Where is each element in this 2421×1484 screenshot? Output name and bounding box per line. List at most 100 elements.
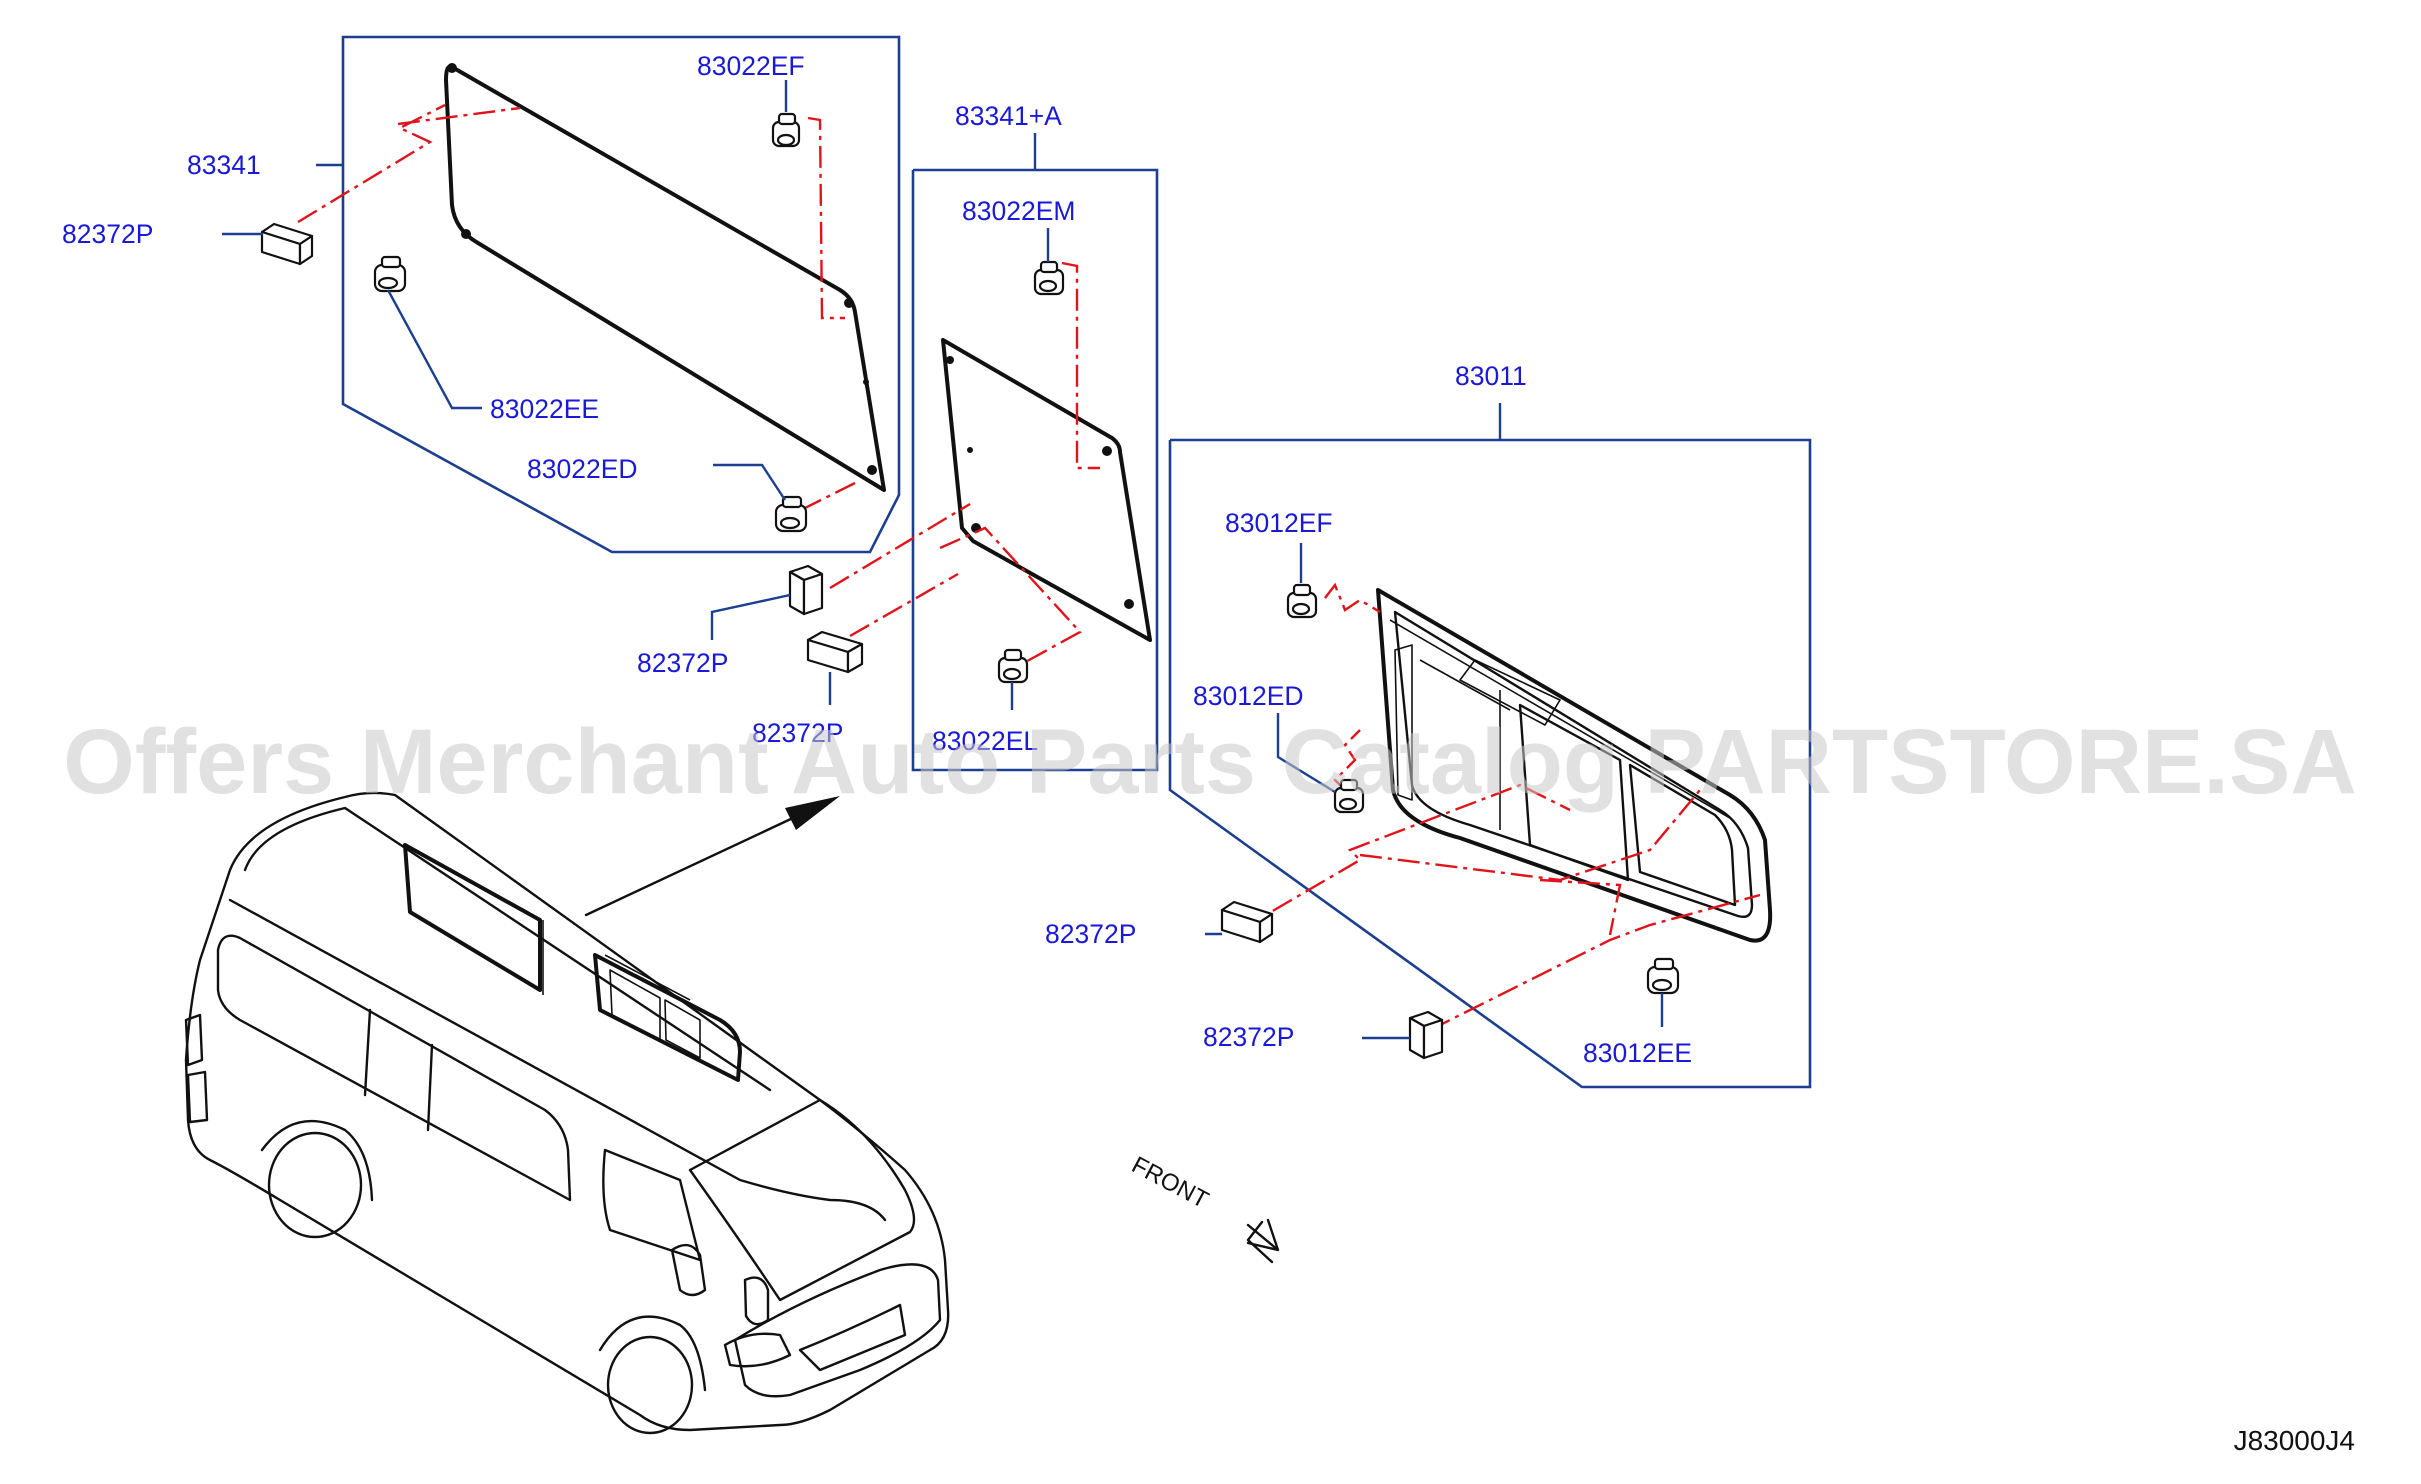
van-headlight [723, 1332, 792, 1368]
leader [1276, 713, 1336, 794]
group-box-83341A [911, 168, 1159, 772]
label-83022ED: 83022ED [527, 454, 638, 484]
clip-83022EM [1033, 260, 1065, 296]
label-83012ED: 83012ED [1193, 681, 1304, 711]
glass-mount-dot [867, 465, 877, 475]
guide-line [1239, 783, 1571, 932]
van-window-pillar [363, 1008, 372, 1097]
guide-line [297, 103, 446, 224]
front-label: FRONT [1127, 1151, 1213, 1214]
label-83022EE: 83022EE [490, 394, 599, 424]
leader [713, 463, 787, 501]
guide-line [1324, 582, 1381, 614]
spacer-block-1 [260, 222, 314, 266]
van-illustration [184, 791, 950, 1435]
group-box-83341 [341, 35, 901, 554]
frame-detail [1389, 619, 1731, 819]
glass-mount-dot [461, 229, 471, 239]
van-roof-edge [243, 806, 772, 1092]
window-frame-inner [1393, 610, 1754, 919]
glass-mount-dot [967, 447, 973, 453]
van-windshield [688, 1098, 916, 1302]
guide-line [397, 106, 521, 126]
clip-83012EE [1646, 957, 1680, 995]
van-window-pillar [426, 1043, 434, 1132]
van-rear-wheel-arch [260, 1119, 374, 1202]
side-window-glass-83341A [941, 338, 1152, 642]
sliding-pane [1628, 763, 1737, 907]
van-body-outline [184, 791, 950, 1432]
guide-line [1061, 261, 1100, 470]
front-indicator: FRONT [1127, 1151, 1280, 1264]
spacer-block-5 [1408, 1010, 1444, 1060]
glass-mount-dot [844, 298, 854, 308]
van-front-wheel-arch [598, 1315, 707, 1392]
van-side-window [216, 934, 572, 1202]
van-front-door-window [602, 1148, 702, 1262]
diagram-code: J83000J4 [2234, 1425, 2355, 1456]
van-side-mirror [743, 1276, 770, 1326]
label-82372P-4: 82372P [1045, 919, 1136, 949]
van-roof-line [228, 898, 887, 1222]
group-83011: 83011 [1045, 361, 1812, 1089]
guide-line [807, 116, 845, 320]
label-82372P-5: 82372P [1203, 1022, 1294, 1052]
glass-mount-dot [946, 356, 954, 364]
label-83022EF: 83022EF [697, 51, 805, 81]
label-82372P-1: 82372P [62, 219, 153, 249]
label-82372P-2: 82372P [637, 648, 728, 678]
label-83012EF: 83012EF [1225, 508, 1333, 538]
glass-mount-dot [447, 63, 457, 73]
clip-83022EL [997, 648, 1029, 684]
glass-mount-dot [1124, 599, 1134, 609]
group-83341A: 83341+A [637, 101, 1159, 772]
guide-line [1429, 893, 1761, 1032]
guide-line [1539, 878, 1622, 936]
leader [386, 289, 482, 410]
guide-line [1359, 789, 1701, 882]
clip-83022ED [774, 495, 808, 533]
group-box-83011 [1168, 438, 1812, 1089]
clip-83022EF [771, 112, 801, 148]
label-83341: 83341 [187, 150, 261, 180]
label-83341A: 83341+A [955, 101, 1062, 131]
van-side-mirror [670, 1243, 707, 1297]
clip-83022EE [373, 255, 407, 293]
van-highlight-window-front [403, 843, 542, 992]
van-rear-light [184, 1013, 204, 1067]
spacer-block-2 [788, 564, 824, 616]
group-83341: 83341 82372P 83022EF 83022EE 83022ED [62, 35, 901, 554]
watermark-text: Offers Merchant Auto Parts Catalog PARTS… [63, 711, 2357, 813]
frame-detail [604, 954, 691, 1001]
spacer-block-4 [1220, 900, 1274, 944]
guide-line [829, 502, 971, 590]
clip-83012EF [1286, 583, 1318, 619]
label-82372P-3: 82372P [752, 718, 843, 748]
guide-line [939, 526, 1082, 667]
frame-detail [609, 969, 701, 1059]
spacer-block-3 [806, 630, 864, 674]
leader [710, 593, 791, 640]
clip-83012ED [1333, 778, 1365, 814]
guide-line [849, 572, 959, 638]
van-rear-light [186, 1070, 209, 1124]
van-front-wheel [606, 1335, 694, 1435]
sliding-pane [1518, 703, 1630, 882]
side-window-glass-83341 [444, 64, 886, 492]
sliding-window-frame-83011 [1376, 588, 1773, 943]
pointer-arrow [584, 808, 812, 917]
label-83022EM: 83022EM [962, 196, 1075, 226]
van-highlight-window-rear [593, 953, 742, 1082]
van-rear-wheel [267, 1131, 363, 1239]
frame-detail [1419, 659, 1511, 711]
glass-mount-dot [863, 379, 869, 385]
van-grille-inner [798, 1303, 907, 1372]
pointer-arrow-head [785, 796, 840, 830]
front-arrow-icon [1246, 1218, 1280, 1264]
van-grille [733, 1263, 942, 1398]
glass-mount-dot [1102, 446, 1112, 456]
label-83011: 83011 [1455, 361, 1527, 391]
label-83012EE: 83012EE [1583, 1038, 1692, 1068]
label-83022EL: 83022EL [932, 726, 1038, 756]
